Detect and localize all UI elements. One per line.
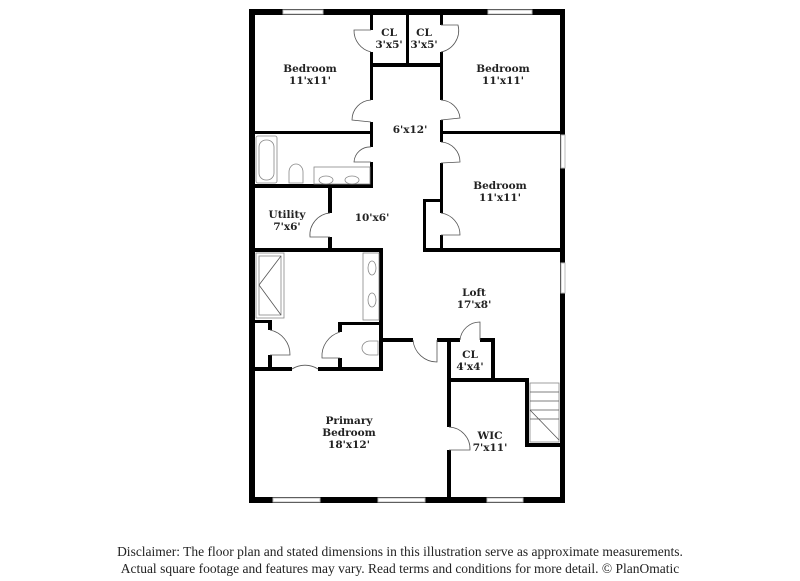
room-name: CL: [381, 27, 397, 39]
room-size: 7'x6': [273, 221, 300, 233]
room-size: 11'x11': [482, 75, 524, 87]
room-name: WIC: [476, 430, 502, 442]
room-name: Loft: [462, 287, 486, 299]
room-size: 4'x4': [456, 361, 483, 373]
stairs-icon: [529, 382, 560, 443]
room-size: 6'x12': [393, 124, 428, 136]
toilet-icon: [288, 163, 304, 184]
sink-icon: [344, 175, 360, 185]
room-size: 11'x11': [479, 192, 521, 204]
room-name: Bedroom: [283, 63, 337, 75]
room-name: CL: [462, 349, 478, 361]
doors: [269, 24, 481, 451]
disclaimer-line-2: Actual square footage and features may v…: [120, 561, 680, 576]
room-size: 11'x11': [289, 75, 331, 87]
room-labels: Bedroom 11'x11' CL 3'x5' CL 3'x5' Bedroo…: [269, 27, 530, 454]
room-size: 17'x8': [457, 299, 492, 311]
room-name: Utility: [269, 209, 307, 221]
toilet-icon: [361, 340, 379, 356]
fixtures: [255, 135, 560, 443]
sink-icon: [367, 260, 377, 276]
room-size: 7'x11': [473, 442, 508, 454]
room-size: 3'x5': [375, 39, 402, 51]
room-name: CL: [416, 27, 432, 39]
room-size: 18'x12': [328, 439, 370, 451]
room-name: Primary: [326, 415, 374, 427]
room-size: 10'x6': [355, 212, 390, 224]
disclaimer-line-1: Disclaimer: The floor plan and stated di…: [117, 544, 683, 559]
sink-icon: [318, 175, 334, 185]
room-name: Bedroom: [473, 180, 527, 192]
room-name: Bedroom: [476, 63, 530, 75]
room-size: 3'x5': [410, 39, 437, 51]
sink-icon: [367, 292, 377, 308]
windows: [272, 9, 566, 503]
room-name: Bedroom: [322, 427, 376, 439]
